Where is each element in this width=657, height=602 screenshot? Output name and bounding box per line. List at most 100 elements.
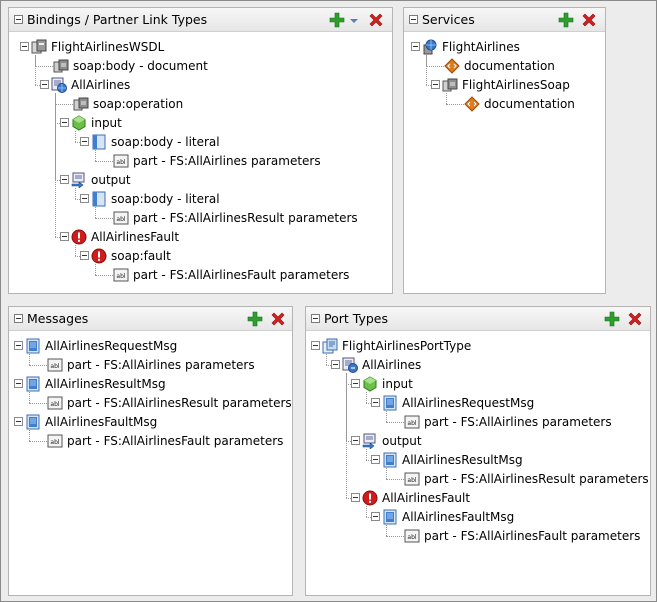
port-types-delete-button[interactable]	[627, 311, 643, 327]
tree-node[interactable]: FlightAirlines	[404, 38, 605, 57]
collapse-toggle-icon[interactable]	[60, 232, 69, 241]
service-icon	[422, 39, 438, 55]
tree-node[interactable]: FlightAirlinesPortType	[306, 337, 650, 356]
tree-connector-line	[366, 460, 371, 461]
collapse-toggle-icon[interactable]	[80, 137, 89, 146]
tree-node[interactable]: output	[306, 432, 650, 451]
svg-text:abl: abl	[407, 534, 416, 541]
tree-node[interactable]: soap:body - literal	[9, 133, 392, 152]
collapse-toggle-icon[interactable]	[60, 118, 69, 127]
tree-node[interactable]: AllAirlinesRequestMsg	[306, 394, 650, 413]
tree-connector-line	[75, 188, 76, 199]
messages-delete-button[interactable]	[270, 311, 286, 327]
collapse-toggle-icon[interactable]	[331, 360, 340, 369]
message-icon	[25, 376, 41, 392]
collapse-toggle-icon[interactable]	[351, 493, 360, 502]
body-icon	[91, 191, 107, 207]
bindings-delete-button[interactable]	[368, 12, 384, 28]
bindings-dropdown-button[interactable]	[349, 12, 359, 28]
tree-node[interactable]: input	[306, 375, 650, 394]
services-delete-button[interactable]	[581, 12, 597, 28]
port-types-add-button[interactable]	[604, 311, 620, 327]
collapse-toggle-icon[interactable]	[14, 417, 23, 426]
collapse-toggle-icon[interactable]	[60, 175, 69, 184]
tree-node-label: part - FS:AllAirlines parameters	[133, 154, 321, 168]
tree-node-label: input	[382, 377, 413, 391]
tree-node[interactable]: input	[9, 114, 392, 133]
tree-node-label: FlightAirlinesWSDL	[51, 40, 165, 54]
tree-node[interactable]: AllAirlinesFault	[9, 228, 392, 247]
collapse-toggle-icon[interactable]	[80, 194, 89, 203]
collapse-toggle-icon[interactable]	[351, 379, 360, 388]
tree-node[interactable]: AllAirlinesResultMsg	[9, 375, 292, 394]
tree-connector-line	[29, 392, 30, 403]
messages-add-button[interactable]	[247, 311, 263, 327]
collapse-toggle-icon[interactable]	[14, 341, 23, 350]
tree-connector-line	[366, 392, 367, 403]
tree-node[interactable]: AllAirlinesRequestMsg	[9, 337, 292, 356]
services-add-button[interactable]	[558, 12, 574, 28]
output-icon	[71, 172, 87, 188]
svg-text:abl: abl	[116, 216, 125, 223]
collapse-toggle-icon[interactable]	[371, 512, 380, 521]
fault-icon	[91, 248, 107, 264]
collapse-toggle-icon[interactable]	[411, 42, 420, 51]
tree-connector-line	[386, 536, 404, 537]
services-collapse-icon[interactable]	[409, 15, 418, 24]
collapse-toggle-icon[interactable]	[14, 379, 23, 388]
tree-node[interactable]: documentation	[404, 95, 605, 114]
bindings-collapse-icon[interactable]	[14, 15, 23, 24]
tree-connector-line	[366, 403, 371, 404]
tree-node[interactable]: AllAirlinesFaultMsg	[306, 508, 650, 527]
collapse-toggle-icon[interactable]	[20, 42, 29, 51]
collapse-toggle-icon[interactable]	[351, 436, 360, 445]
collapse-toggle-icon[interactable]	[371, 455, 380, 464]
messages-collapse-icon[interactable]	[14, 314, 23, 323]
tree-connector-line	[29, 430, 30, 441]
part-icon: abl	[47, 395, 63, 411]
collapse-toggle-icon[interactable]	[431, 80, 440, 89]
tree-node-label: documentation	[484, 97, 575, 111]
tree-node[interactable]: AllAirlinesFault	[306, 489, 650, 508]
collapse-toggle-icon[interactable]	[311, 341, 320, 350]
tree-node[interactable]: documentation	[404, 57, 605, 76]
tree-connector-line	[386, 468, 387, 479]
bindings-add-button[interactable]	[329, 12, 345, 28]
tree-node[interactable]: soap:fault	[9, 247, 392, 266]
tree-node[interactable]: soap:operation	[9, 95, 392, 114]
collapse-toggle-icon[interactable]	[371, 398, 380, 407]
tree-node[interactable]: AllAirlines	[306, 356, 650, 375]
tree-node-label: part - FS:AllAirlinesFault parameters	[133, 268, 350, 282]
tree-node-label: AllAirlinesRequestMsg	[45, 339, 178, 353]
tree-node[interactable]: AllAirlines	[9, 76, 392, 95]
services-panel-title: Services	[422, 12, 475, 27]
tree-node[interactable]: FlightAirlinesSoap	[404, 76, 605, 95]
tree-node[interactable]: output	[9, 171, 392, 190]
message-icon	[25, 414, 41, 430]
tree-node[interactable]: soap:body - document	[9, 57, 392, 76]
tree-node-label: part - FS:AllAirlinesResult parameters	[424, 472, 649, 486]
tree-node-label: AllAirlines	[362, 358, 422, 372]
tree-node[interactable]: soap:body - literal	[9, 190, 392, 209]
collapse-toggle-icon[interactable]	[80, 251, 89, 260]
part-icon: abl	[404, 414, 420, 430]
tree-node[interactable]: AllAirlinesFaultMsg	[9, 413, 292, 432]
tree-connector-line	[55, 104, 73, 105]
tree-node[interactable]: AllAirlinesResultMsg	[306, 451, 650, 470]
tree-node[interactable]: FlightAirlinesWSDL	[9, 38, 392, 57]
operation-globe-icon	[51, 77, 67, 93]
port-types-collapse-icon[interactable]	[311, 314, 320, 323]
collapse-toggle-icon[interactable]	[40, 80, 49, 89]
